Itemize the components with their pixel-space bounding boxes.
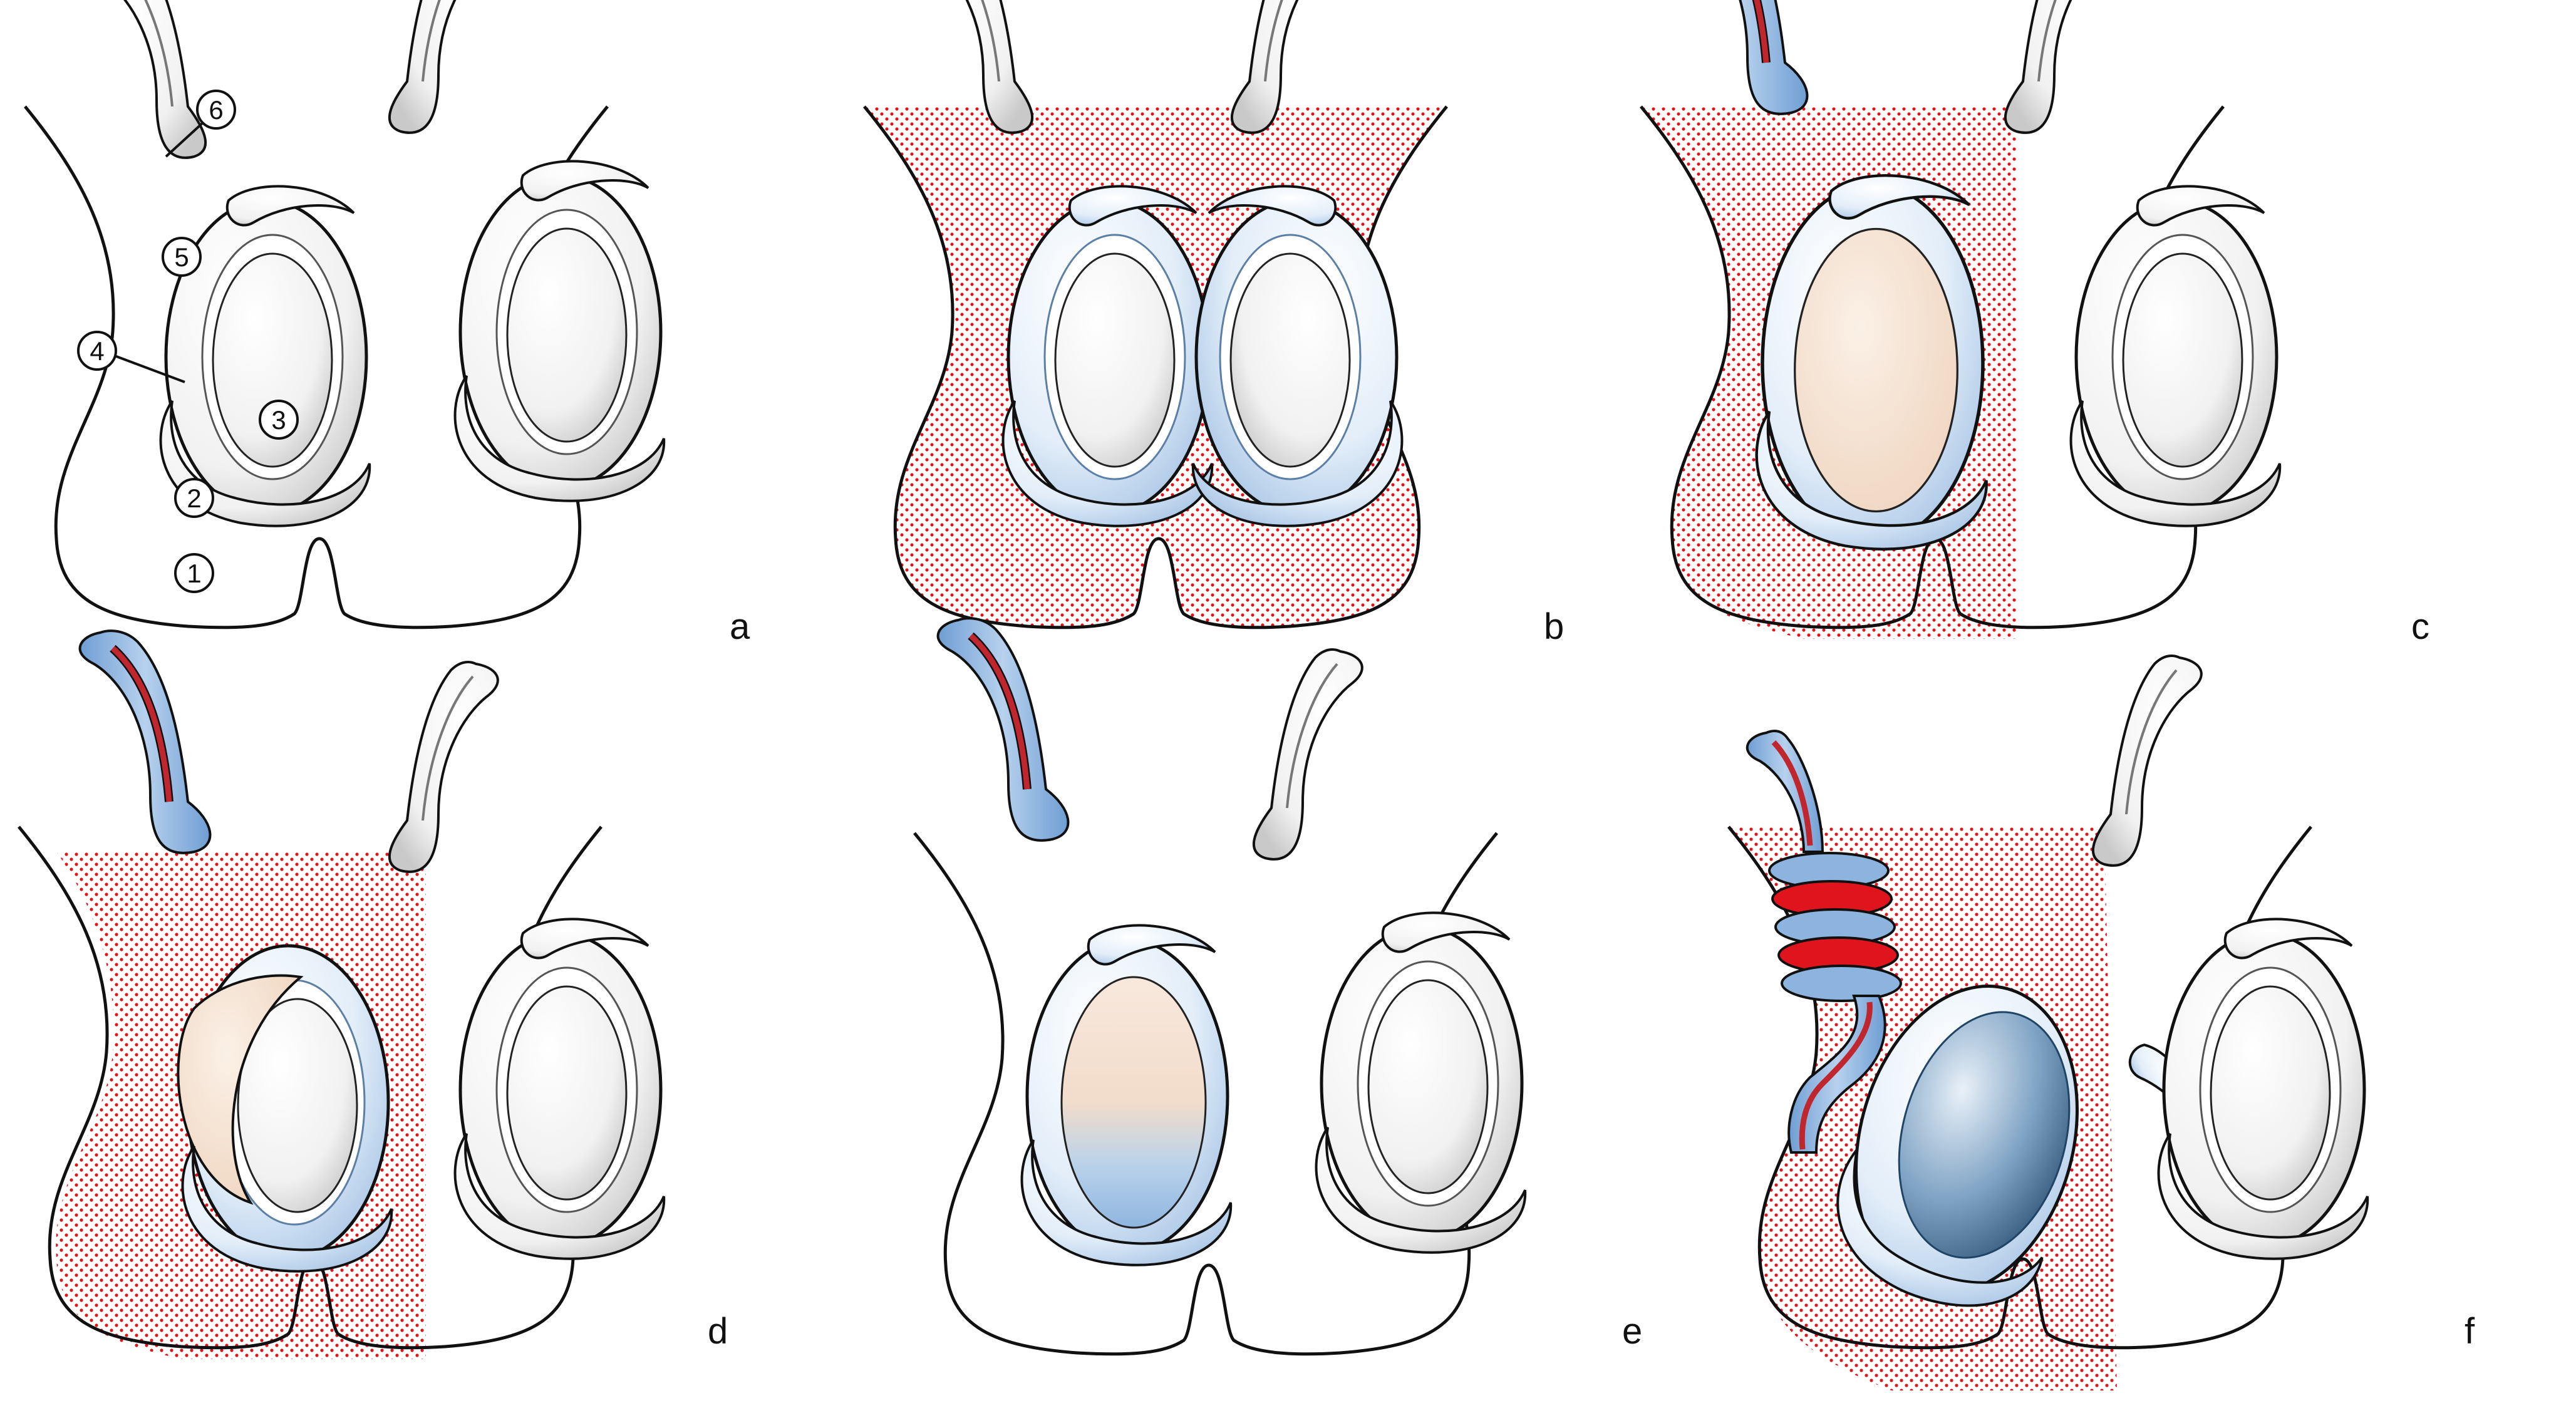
svg-text:1: 1 (187, 559, 201, 588)
panel-label-f: f (2465, 1311, 2475, 1352)
callout-3: 3 (259, 400, 299, 440)
panel-e (914, 618, 1525, 1354)
panel-label-d: d (708, 1311, 728, 1352)
panel-c (1641, 0, 2280, 639)
svg-text:4: 4 (90, 336, 104, 366)
callout-2: 2 (174, 478, 214, 518)
panel-b (864, 0, 1447, 628)
panel-a: 6 5 4 3 2 1 (25, 0, 664, 628)
svg-text:3: 3 (271, 405, 286, 435)
svg-text:5: 5 (174, 242, 189, 272)
callout-6: 6 (165, 90, 236, 158)
callout-1: 1 (174, 553, 214, 593)
svg-text:6: 6 (209, 95, 223, 125)
panel-f (1729, 655, 2367, 1390)
panel-d (19, 631, 664, 1359)
svg-text:2: 2 (187, 484, 201, 513)
callout-5: 5 (162, 237, 202, 277)
panel-label-b: b (1544, 606, 1564, 647)
panel-label-e: e (1622, 1311, 1642, 1352)
callout-4: 4 (77, 331, 185, 383)
panel-label-c: c (2411, 606, 2429, 647)
panel-label-a: a (730, 606, 750, 647)
